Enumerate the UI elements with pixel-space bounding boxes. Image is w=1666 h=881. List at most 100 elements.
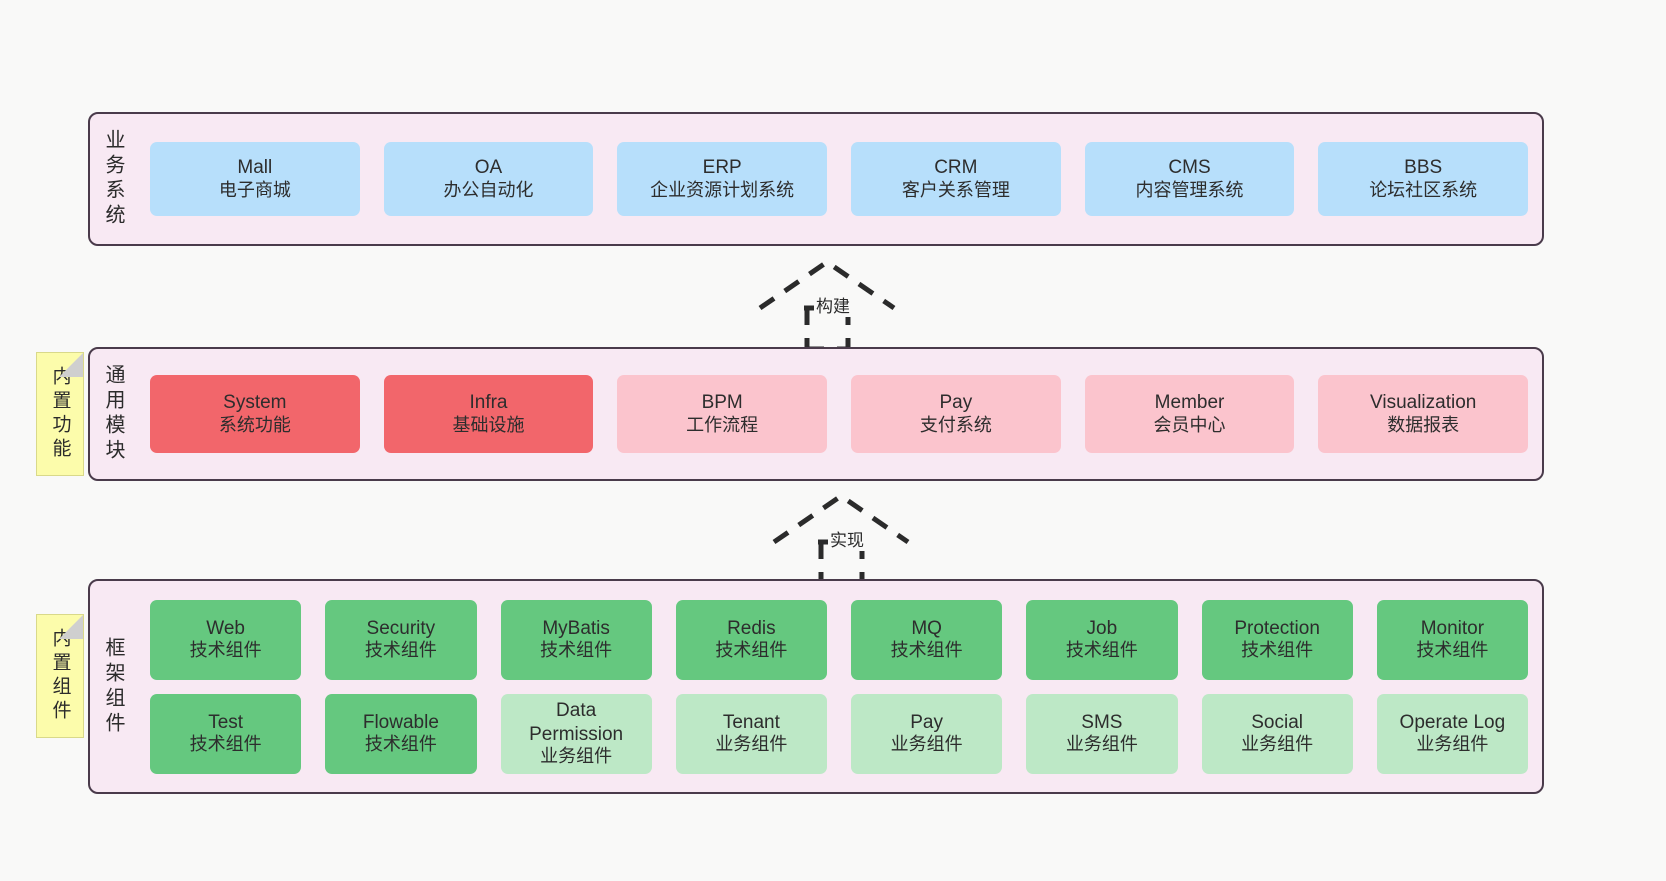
module-name: Protection — [1234, 617, 1320, 639]
module-name: Mall — [237, 157, 273, 179]
module-card-system[interactable]: System 系统功能 — [150, 375, 360, 453]
module-desc: 技术组件 — [540, 640, 613, 661]
layer-title-business-system: 业务系统 — [102, 129, 124, 229]
module-card-cms[interactable]: CMS 内容管理系统 — [1084, 142, 1295, 216]
module-desc: 办公自动化 — [443, 179, 534, 200]
layer-common-module: 通用模块 System 系统功能 Infra 基础设施 BPM 工作流程 Pay… — [88, 347, 1544, 481]
module-name: CRM — [934, 157, 978, 179]
module-name: Member — [1154, 392, 1225, 414]
module-card-mq[interactable]: MQ 技术组件 — [851, 599, 1003, 680]
module-name: MyBatis — [542, 617, 610, 639]
module-name: Infra — [469, 392, 508, 414]
module-name: OA — [474, 157, 503, 179]
module-card-pay-business[interactable]: Pay 业务组件 — [851, 693, 1003, 774]
module-name: ERP — [702, 157, 742, 179]
module-name: Security — [366, 617, 436, 639]
module-name: CMS — [1168, 157, 1211, 179]
layer-row: Test 技术组件 Flowable 技术组件 Data Permission … — [150, 693, 1528, 774]
sticky-note-label: 内置功能 — [49, 366, 71, 462]
module-desc: 技术组件 — [364, 640, 437, 661]
layer-row: Web 技术组件 Security 技术组件 MyBatis 技术组件 Redi… — [150, 599, 1528, 680]
module-card-visualization[interactable]: Visualization 数据报表 — [1318, 375, 1529, 453]
module-name: Redis — [727, 617, 776, 639]
layer-body-business-system: Mall 电子商城 OA 办公自动化 ERP 企业资源计划系统 CRM 客户关系… — [136, 114, 1542, 244]
module-desc: 技术组件 — [189, 734, 262, 755]
module-card-test[interactable]: Test 技术组件 — [150, 693, 302, 774]
module-name: Pay — [939, 392, 973, 414]
module-card-protection[interactable]: Protection 技术组件 — [1201, 599, 1353, 680]
module-card-social[interactable]: Social 业务组件 — [1201, 693, 1353, 774]
module-card-data-permission[interactable]: Data Permission 业务组件 — [500, 693, 652, 774]
sticky-note-builtin-component: 内置组件 — [36, 614, 84, 738]
module-name: Pay — [910, 711, 943, 733]
module-desc: 工作流程 — [686, 414, 759, 435]
layer-row: Mall 电子商城 OA 办公自动化 ERP 企业资源计划系统 CRM 客户关系… — [150, 142, 1529, 216]
module-card-redis[interactable]: Redis 技术组件 — [675, 599, 827, 680]
sticky-note-label: 内置组件 — [49, 628, 71, 724]
layer-body-framework-component: Web 技术组件 Security 技术组件 MyBatis 技术组件 Redi… — [136, 581, 1542, 792]
module-name: Tenant — [722, 711, 780, 733]
module-name: MQ — [911, 617, 942, 639]
module-desc: 会员中心 — [1153, 414, 1226, 435]
module-name: BPM — [701, 392, 743, 414]
sticky-note-builtin-function: 内置功能 — [36, 352, 84, 476]
module-card-sms[interactable]: SMS 业务组件 — [1026, 693, 1178, 774]
module-desc: 内容管理系统 — [1135, 179, 1244, 200]
layer-title-framework-component: 框架组件 — [102, 636, 124, 737]
module-desc: 技术组件 — [890, 640, 963, 661]
module-desc: 基础设施 — [452, 414, 525, 435]
module-card-pay[interactable]: Pay 支付系统 — [851, 375, 1061, 453]
module-card-member[interactable]: Member 会员中心 — [1084, 375, 1295, 453]
module-desc: 数据报表 — [1387, 414, 1460, 435]
module-name: Test — [208, 711, 244, 733]
module-desc: 系统功能 — [218, 414, 291, 435]
module-name: Monitor — [1420, 617, 1485, 639]
arrow-implement-generalization: 实现 — [766, 490, 916, 586]
module-desc: 技术组件 — [364, 734, 437, 755]
module-desc: 业务组件 — [1416, 734, 1489, 755]
module-name: Flowable — [362, 711, 439, 733]
module-card-mybatis[interactable]: MyBatis 技术组件 — [500, 599, 652, 680]
module-desc: 业务组件 — [1241, 734, 1314, 755]
layer-title-common-module: 通用模块 — [102, 364, 124, 464]
module-card-web[interactable]: Web 技术组件 — [150, 599, 302, 680]
layer-row: System 系统功能 Infra 基础设施 BPM 工作流程 Pay 支付系统… — [150, 375, 1529, 453]
module-card-infra[interactable]: Infra 基础设施 — [383, 375, 594, 453]
module-name: Visualization — [1370, 392, 1477, 414]
module-name: BBS — [1404, 157, 1443, 179]
module-name: Operate Log — [1399, 711, 1506, 733]
module-card-tenant[interactable]: Tenant 业务组件 — [675, 693, 827, 774]
module-desc: 电子商城 — [218, 179, 291, 200]
module-card-flowable[interactable]: Flowable 技术组件 — [325, 693, 477, 774]
module-card-security[interactable]: Security 技术组件 — [325, 599, 477, 680]
arrow-build-generalization: 构建 — [752, 256, 902, 352]
module-desc: 业务组件 — [1065, 734, 1138, 755]
module-card-erp[interactable]: ERP 企业资源计划系统 — [617, 142, 828, 216]
module-name: SMS — [1081, 711, 1123, 733]
module-desc: 业务组件 — [715, 734, 788, 755]
module-card-bbs[interactable]: BBS 论坛社区系统 — [1318, 142, 1529, 216]
module-card-crm[interactable]: CRM 客户关系管理 — [851, 142, 1061, 216]
module-card-job[interactable]: Job 技术组件 — [1026, 599, 1178, 680]
module-card-oa[interactable]: OA 办公自动化 — [383, 142, 594, 216]
module-card-operate-log[interactable]: Operate Log 业务组件 — [1376, 693, 1528, 774]
module-desc: 技术组件 — [715, 640, 788, 661]
module-desc: 技术组件 — [1416, 640, 1489, 661]
module-desc: 技术组件 — [1241, 640, 1314, 661]
layer-body-common-module: System 系统功能 Infra 基础设施 BPM 工作流程 Pay 支付系统… — [136, 349, 1542, 479]
module-desc: 技术组件 — [189, 640, 262, 661]
module-desc: 论坛社区系统 — [1369, 179, 1478, 200]
module-desc: 企业资源计划系统 — [650, 179, 795, 200]
module-name: Job — [1086, 617, 1118, 639]
module-card-bpm[interactable]: BPM 工作流程 — [617, 375, 828, 453]
module-card-monitor[interactable]: Monitor 技术组件 — [1376, 599, 1528, 680]
module-desc: 技术组件 — [1065, 640, 1138, 661]
module-desc: 业务组件 — [540, 745, 613, 766]
module-desc: 支付系统 — [919, 414, 992, 435]
module-card-mall[interactable]: Mall 电子商城 — [150, 142, 360, 216]
module-desc: 业务组件 — [890, 734, 963, 755]
arrow-label-implement: 实现 — [828, 526, 866, 551]
module-name: Data Permission — [529, 700, 624, 745]
arrow-label-build: 构建 — [814, 292, 852, 317]
